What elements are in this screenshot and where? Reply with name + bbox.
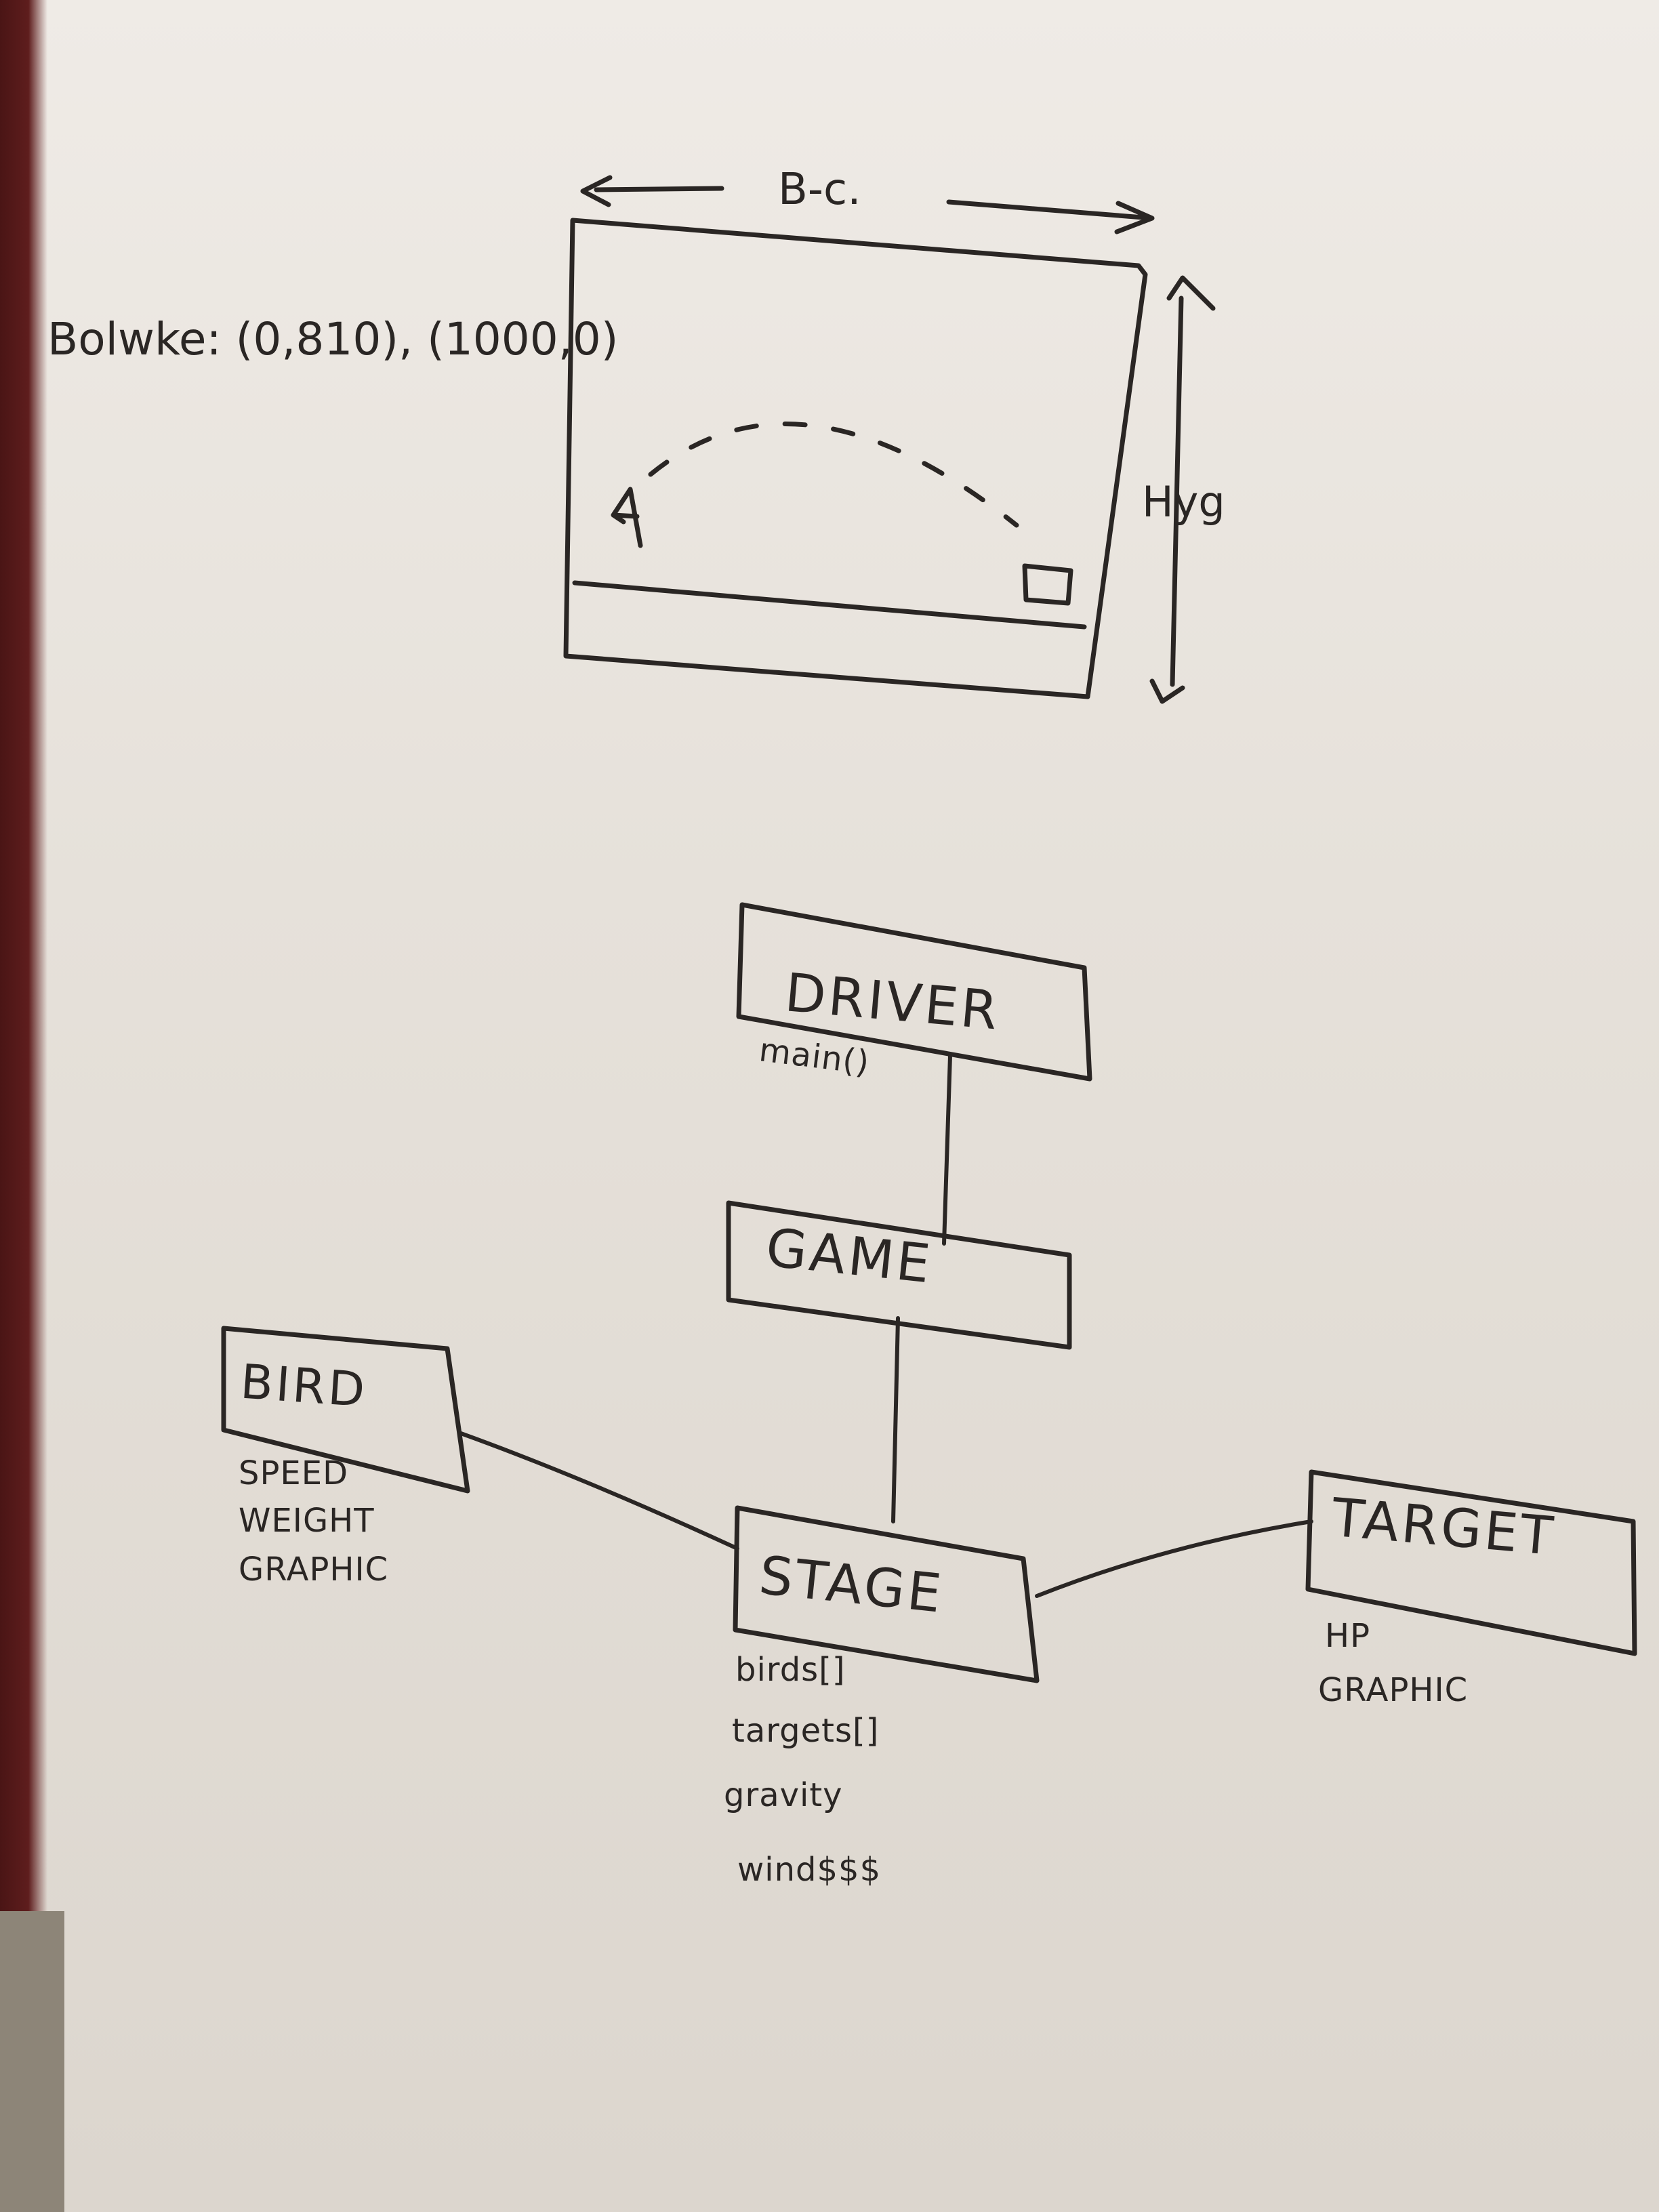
stage-attr-birds: birds[] [735, 1651, 846, 1689]
coords-label: Bolwke: (0,810), (1000,0) [47, 313, 619, 365]
target-square [1022, 563, 1073, 606]
stage-box [733, 1505, 1040, 1683]
trajectory-arc [648, 422, 1019, 528]
bird-attr-graphic: GRAPHIC [239, 1551, 389, 1589]
bird-box [221, 1326, 470, 1494]
width-label: B-c. [778, 165, 861, 215]
driver-game-link [942, 1054, 952, 1246]
width-arrow [580, 175, 1155, 234]
driver-box [736, 902, 1092, 1082]
bird-title: BIRD [239, 1353, 369, 1418]
stage-attr-targets: targets[] [732, 1712, 880, 1750]
bird-attr-weight: WEIGHT [239, 1502, 375, 1540]
stage-target-link [1035, 1519, 1313, 1598]
height-arrow [1149, 275, 1216, 704]
wall-corner [0, 1911, 64, 2212]
bird-attr-speed: SPEED [239, 1454, 349, 1492]
game-stage-link [891, 1316, 900, 1523]
backdrop-edge [0, 0, 47, 2212]
target-attr-graphic: GRAPHIC [1318, 1671, 1469, 1709]
ground-line [572, 580, 1087, 630]
screen-frame [563, 218, 1148, 699]
stage-attr-gravity: gravity [724, 1776, 843, 1814]
launcher-shape [611, 487, 643, 548]
game-box [726, 1200, 1072, 1350]
target-attr-hp: HP [1325, 1617, 1371, 1655]
stage-attr-wind: wind$$$ [737, 1851, 882, 1889]
bird-stage-link [459, 1431, 739, 1551]
target-box [1305, 1469, 1637, 1656]
height-label: Hyg [1142, 477, 1225, 527]
